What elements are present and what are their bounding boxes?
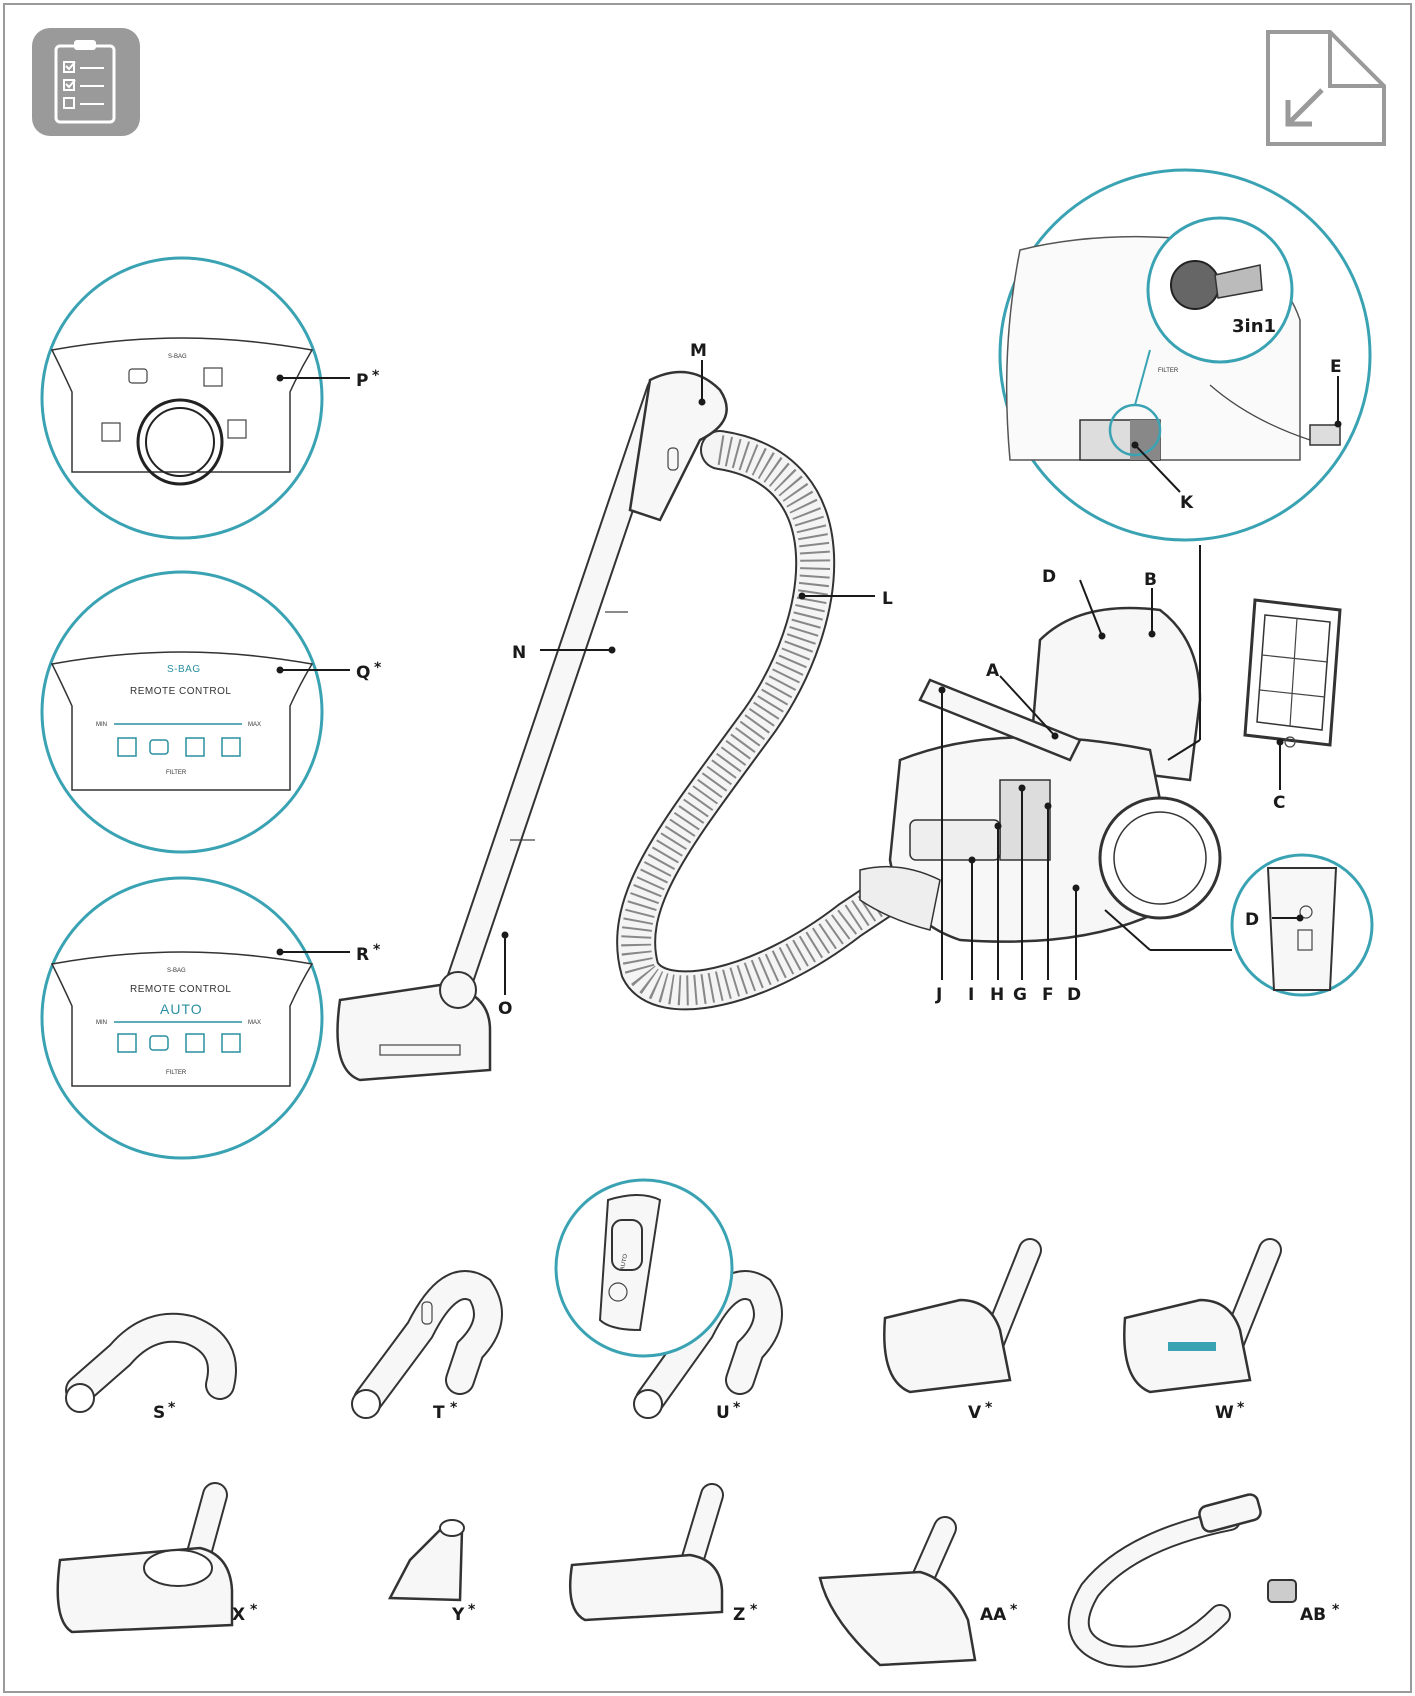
filter-icon bbox=[203, 367, 223, 387]
hard-floor-icon bbox=[221, 1033, 241, 1053]
label-k: K bbox=[1180, 493, 1194, 513]
accessory-x bbox=[56, 1482, 234, 1634]
label-e: E bbox=[1330, 357, 1342, 377]
panel-r-filter: FILTER bbox=[166, 1070, 187, 1076]
panel-q-circle: S-BAG REMOTE CONTROL MIN MAX FILTER bbox=[40, 570, 324, 854]
panel-q-sbag: S-BAG bbox=[167, 664, 201, 675]
carpet-icon bbox=[101, 422, 121, 442]
label-s: S bbox=[153, 1403, 165, 1423]
label-b: B bbox=[1144, 570, 1157, 590]
carpet-icon bbox=[117, 737, 137, 757]
label-ab-star: * bbox=[1332, 1602, 1340, 1618]
inset-filter-text: FILTER bbox=[1158, 368, 1179, 374]
panel-r-min: MIN bbox=[96, 1020, 107, 1026]
accessory-ab bbox=[1067, 1493, 1297, 1668]
label-a: A bbox=[986, 661, 1000, 681]
label-l: L bbox=[882, 589, 893, 609]
hose bbox=[616, 430, 900, 1011]
label-c: C bbox=[1273, 793, 1285, 813]
label-h: H bbox=[990, 985, 1004, 1005]
label-q-star: * bbox=[374, 660, 382, 676]
label-y: Y bbox=[451, 1605, 465, 1625]
label-r-star: * bbox=[373, 942, 381, 958]
panel-r-sbag: S-BAG bbox=[167, 968, 186, 974]
label-v-star: * bbox=[985, 1400, 993, 1416]
accessory-w bbox=[1123, 1238, 1282, 1394]
filter-c bbox=[1243, 598, 1342, 748]
label-d-inset: D bbox=[1245, 910, 1259, 930]
vacuum-body bbox=[859, 606, 1222, 943]
label-v: V bbox=[968, 1403, 982, 1423]
panel-r-auto: AUTO bbox=[160, 1001, 203, 1017]
label-f: F bbox=[1042, 985, 1054, 1005]
panel-q-remote: REMOTE CONTROL bbox=[130, 686, 231, 697]
label-x: X bbox=[232, 1605, 245, 1625]
panel-q-max: MAX bbox=[248, 722, 261, 728]
floor-nozzle bbox=[336, 971, 492, 1082]
sofa-icon bbox=[128, 368, 148, 384]
page-border bbox=[3, 3, 1412, 1693]
panel-r-circle: S-BAG REMOTE CONTROL AUTO MIN MAX FILTER bbox=[40, 876, 324, 1160]
label-t: T bbox=[433, 1403, 445, 1423]
sofa-icon bbox=[149, 739, 169, 755]
hard-floor-icon bbox=[227, 419, 247, 439]
label-m: M bbox=[690, 341, 707, 361]
handle-m bbox=[628, 370, 728, 522]
accessory-u: AUTO bbox=[554, 1178, 783, 1419]
detail-inset-d bbox=[1104, 853, 1374, 997]
panel-p-circle: S-BAG bbox=[40, 256, 324, 540]
panel-p-sbag: S-BAG bbox=[168, 354, 187, 360]
label-q: Q bbox=[356, 663, 370, 683]
label-z-star: * bbox=[750, 1602, 758, 1618]
accessory-t bbox=[351, 1270, 503, 1419]
label-aa: AA bbox=[980, 1605, 1007, 1625]
label-aa-star: * bbox=[1010, 1602, 1018, 1618]
label-z: Z bbox=[733, 1605, 745, 1625]
label-3in1: 3in1 bbox=[1232, 316, 1276, 337]
label-d-top: D bbox=[1042, 567, 1056, 587]
panel-r-remote: REMOTE CONTROL bbox=[130, 984, 231, 995]
panel-q-filter: FILTER bbox=[166, 770, 187, 776]
accessory-v bbox=[883, 1238, 1042, 1394]
label-p-star: * bbox=[372, 368, 380, 384]
accessory-z bbox=[568, 1483, 724, 1622]
label-t-star: * bbox=[450, 1400, 458, 1416]
label-y-star: * bbox=[468, 1602, 476, 1618]
filter-icon bbox=[185, 737, 205, 757]
label-ab: AB bbox=[1300, 1605, 1326, 1625]
telescopic-tube bbox=[446, 376, 674, 994]
hard-floor-icon bbox=[221, 737, 241, 757]
label-g: G bbox=[1013, 985, 1027, 1005]
filter-icon bbox=[185, 1033, 205, 1053]
carpet-icon bbox=[117, 1033, 137, 1053]
inset-3in1-circle: 3in1 bbox=[1134, 216, 1294, 406]
label-u: U bbox=[716, 1403, 730, 1423]
accessory-aa bbox=[818, 1516, 977, 1667]
label-o: O bbox=[498, 999, 512, 1019]
label-d-bottom: D bbox=[1067, 985, 1081, 1005]
label-x-star: * bbox=[250, 1602, 258, 1618]
accessory-y bbox=[387, 1519, 465, 1602]
panel-r-max: MAX bbox=[248, 1020, 261, 1026]
document-arrow-icon bbox=[1266, 30, 1386, 146]
label-r: R bbox=[356, 945, 369, 965]
checklist-icon bbox=[32, 28, 140, 136]
label-u-star: * bbox=[733, 1400, 741, 1416]
label-n: N bbox=[512, 643, 526, 663]
label-j: J bbox=[935, 985, 942, 1005]
label-i: I bbox=[968, 985, 974, 1005]
sofa-icon bbox=[149, 1035, 169, 1051]
panel-q-min: MIN bbox=[96, 722, 107, 728]
label-p: P bbox=[356, 371, 368, 391]
label-w: W bbox=[1215, 1403, 1234, 1423]
label-s-star: * bbox=[168, 1400, 176, 1416]
accessory-s bbox=[65, 1312, 237, 1413]
label-w-star: * bbox=[1237, 1400, 1245, 1416]
handle-u-auto: AUTO bbox=[620, 1253, 629, 1271]
